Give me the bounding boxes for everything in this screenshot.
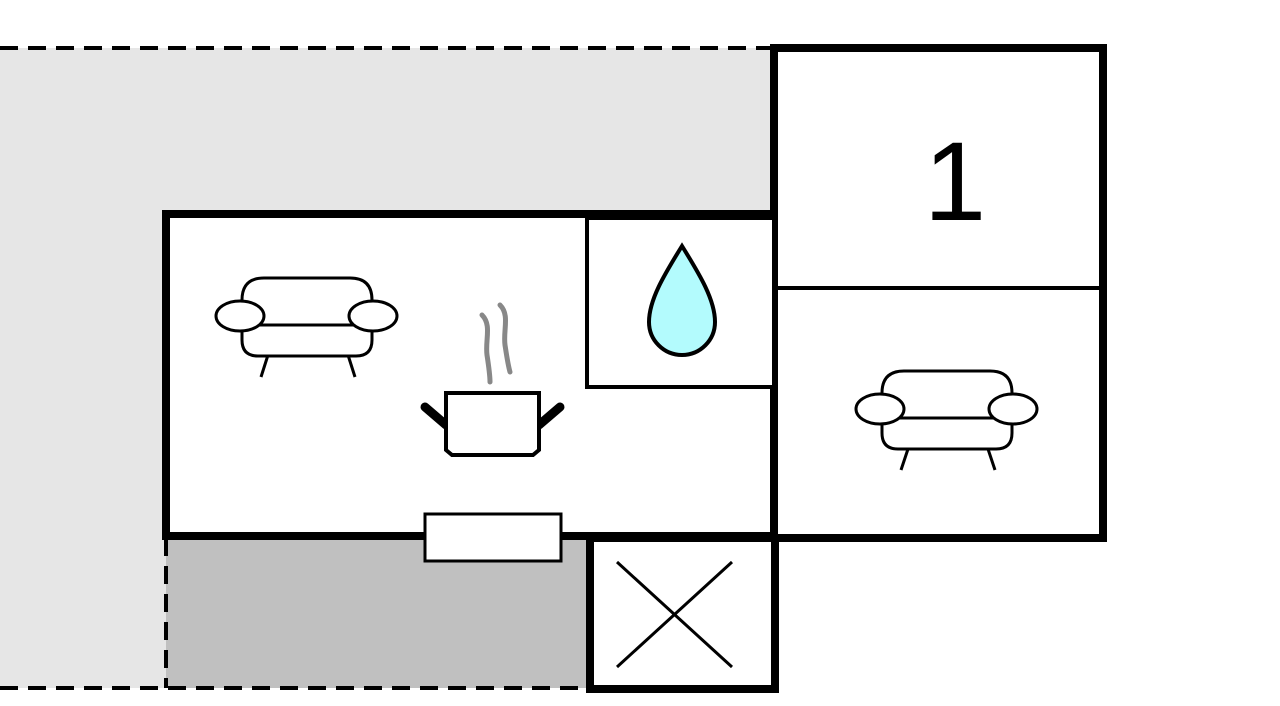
right-wing [770, 44, 1107, 542]
cross-icon [615, 560, 734, 669]
terrace [166, 538, 588, 688]
sofa-icon [214, 276, 399, 378]
window [423, 512, 563, 563]
water-drop-icon [646, 242, 718, 357]
property-boundary [0, 46, 772, 690]
sofa-icon [854, 369, 1039, 471]
cooking-pot-icon [420, 302, 565, 457]
bedroom-number: 1 [924, 119, 986, 244]
